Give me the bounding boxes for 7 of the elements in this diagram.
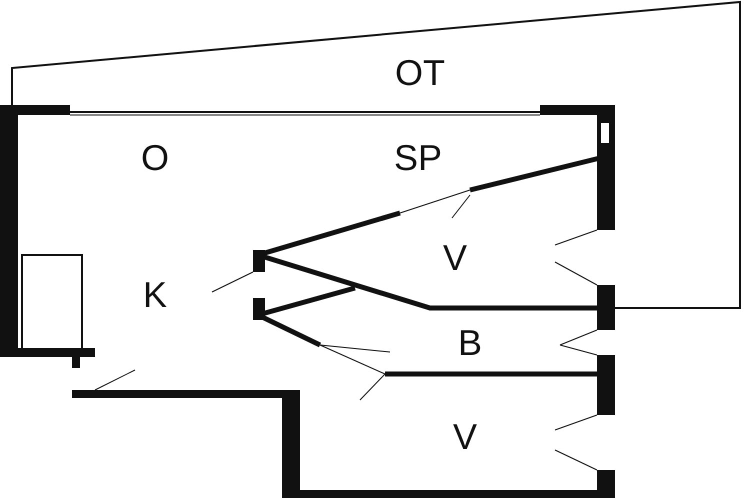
room-label: V xyxy=(443,240,467,276)
room-label: V xyxy=(453,419,477,455)
room-label: O xyxy=(141,140,169,176)
room-label: SP xyxy=(394,140,442,176)
room-label: OT xyxy=(395,55,445,91)
room-label: B xyxy=(458,325,482,361)
room-label: K xyxy=(143,277,167,313)
